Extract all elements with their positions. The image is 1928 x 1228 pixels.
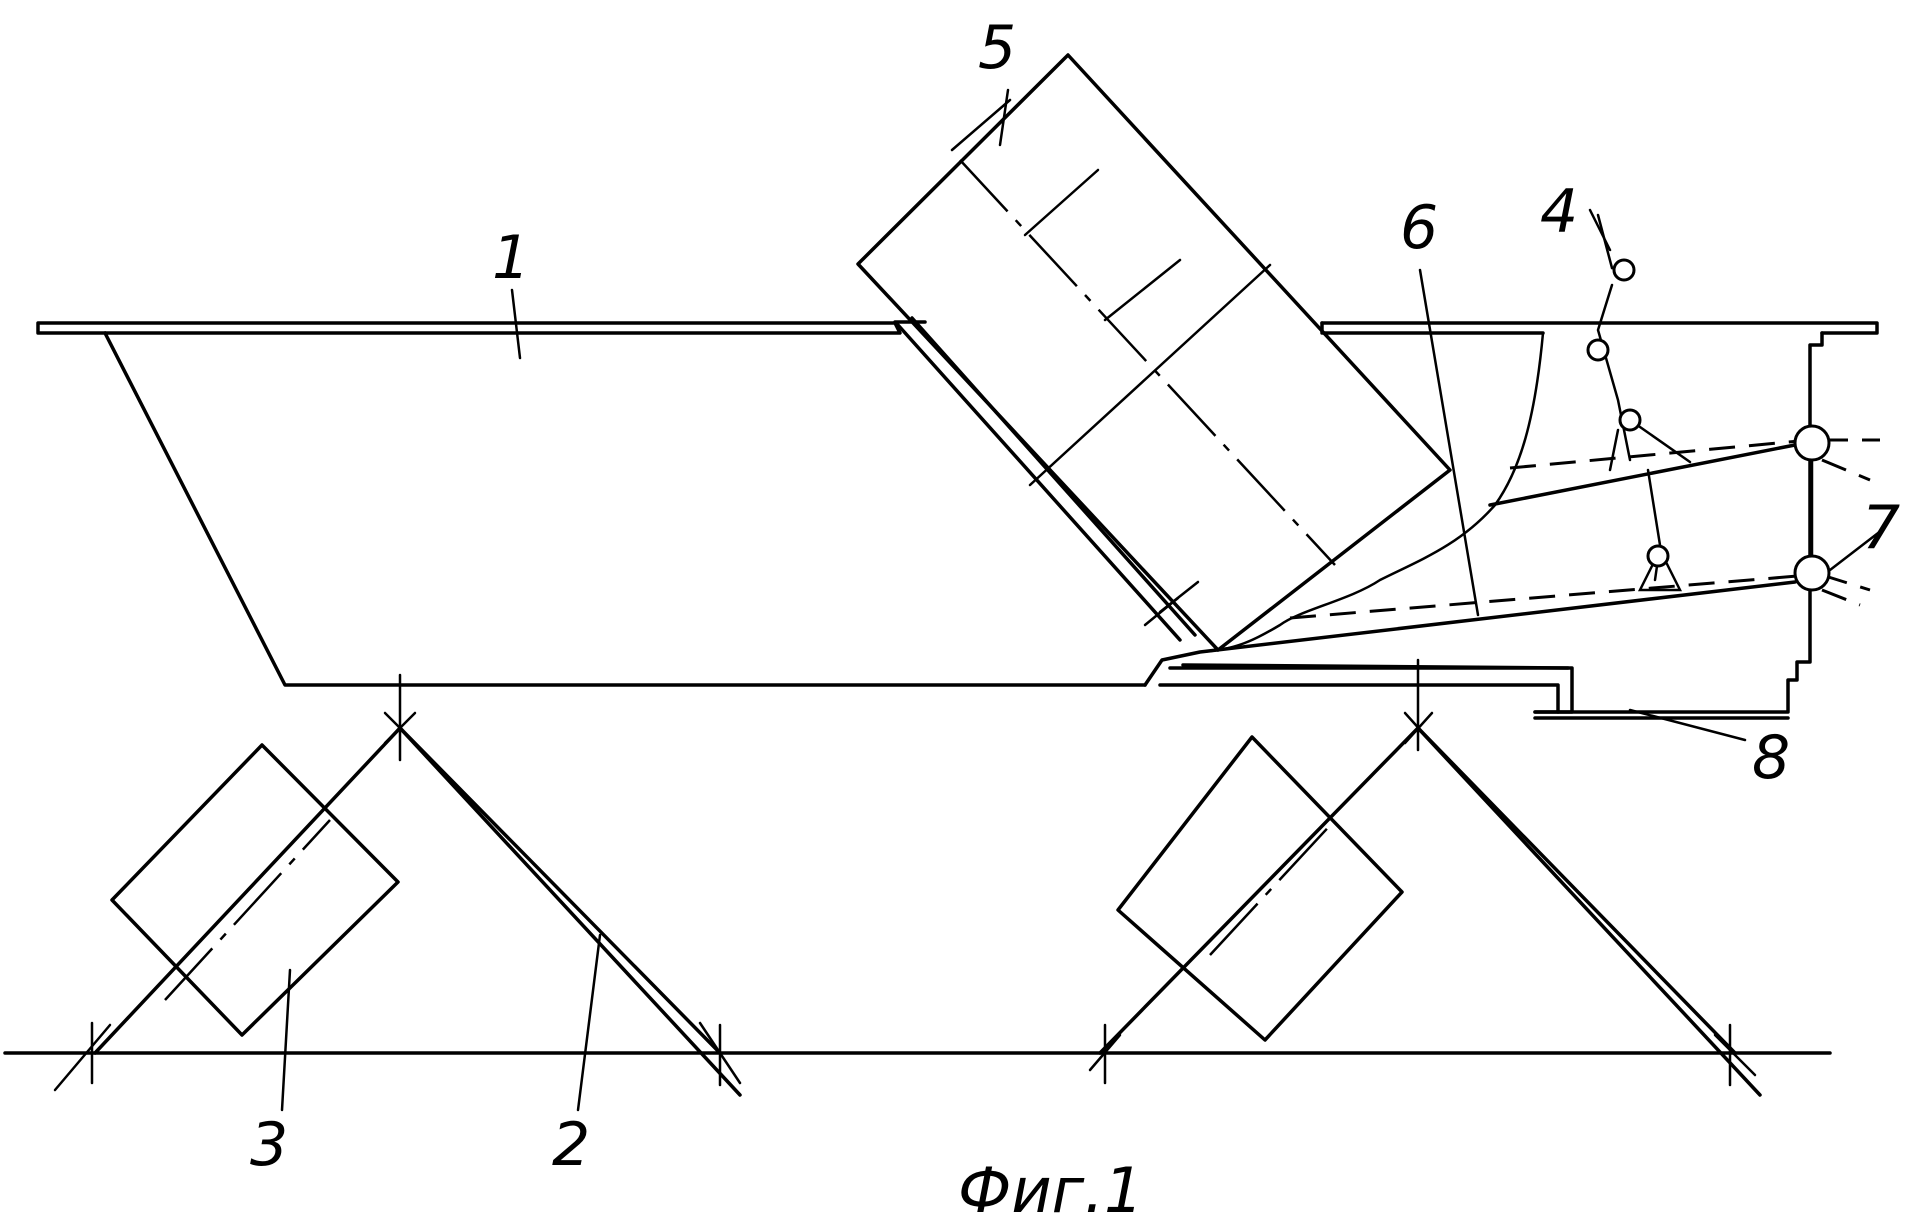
supports xyxy=(5,660,1830,1095)
label-4: 4 xyxy=(1540,177,1578,247)
part-labels: 1 5 6 4 7 8 3 2 xyxy=(250,13,1900,1180)
label-6: 6 xyxy=(1400,193,1438,263)
trough xyxy=(38,323,1877,718)
label-5: 5 xyxy=(978,13,1016,83)
label-1: 1 xyxy=(492,223,530,293)
dashed-flow-lines xyxy=(1290,440,1880,618)
inclined-drum xyxy=(858,55,1450,650)
linkage-mechanism xyxy=(1588,215,1829,590)
label-3: 3 xyxy=(250,1110,288,1180)
label-2: 2 xyxy=(552,1110,590,1180)
label-8: 8 xyxy=(1752,723,1790,793)
label-7: 7 xyxy=(1862,493,1900,563)
figure-caption: Фиг.1 xyxy=(958,1154,1143,1227)
